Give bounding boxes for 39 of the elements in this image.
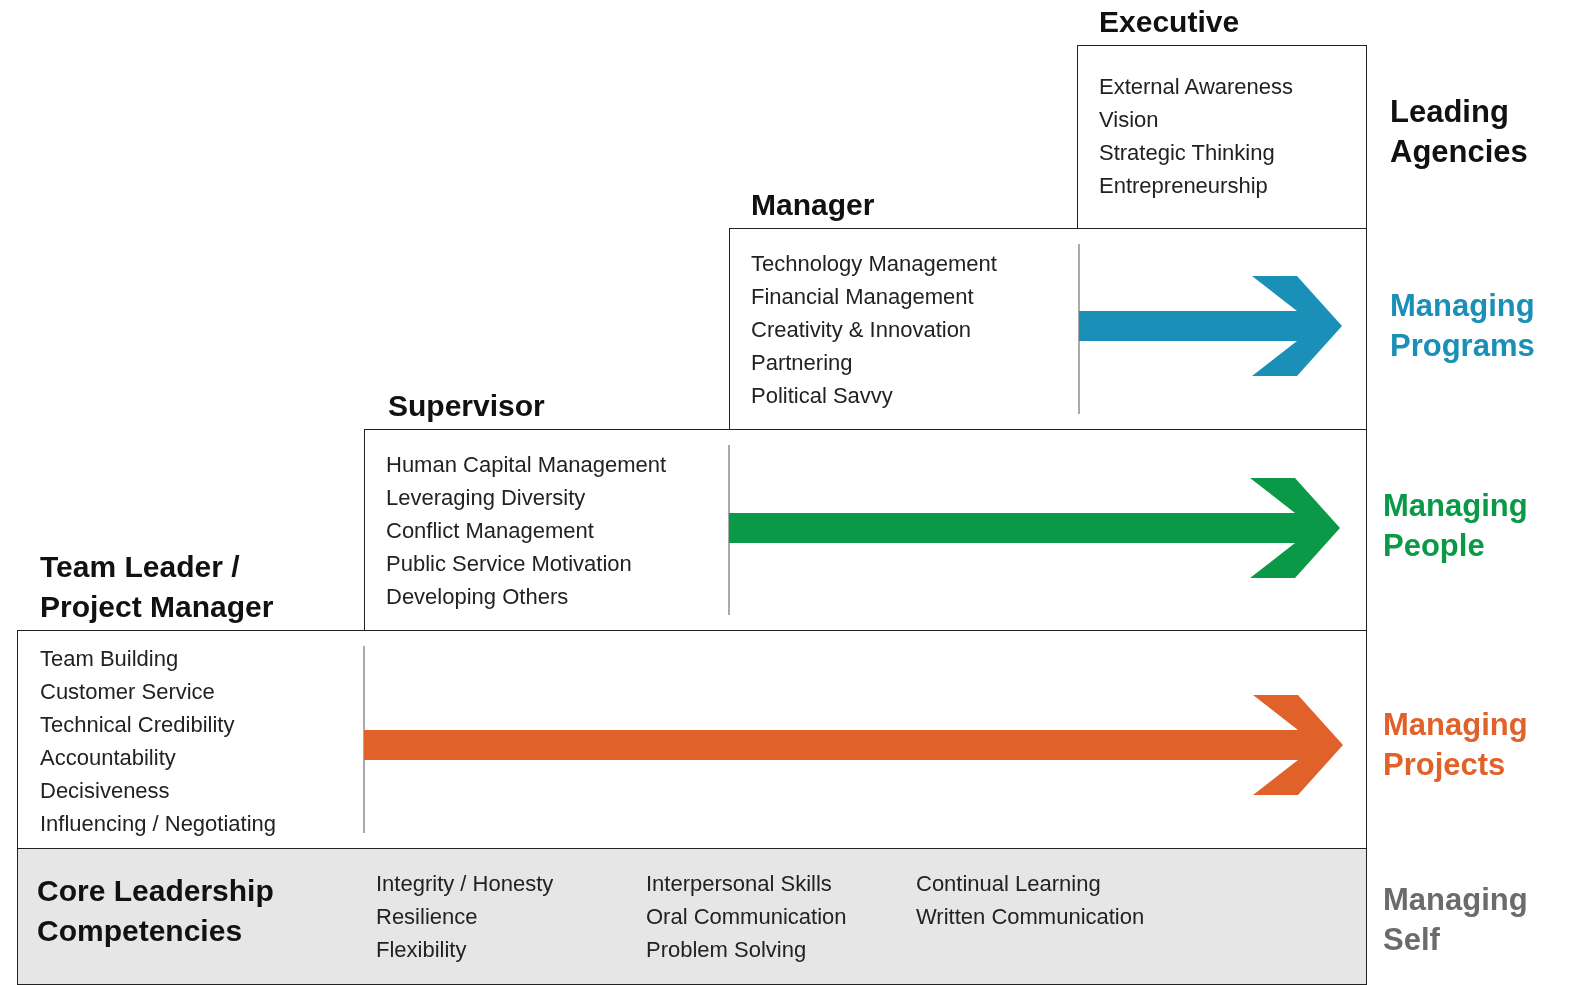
competency-text: External Awareness	[1099, 74, 1294, 100]
competency-text: Financial Management	[751, 284, 974, 310]
competency-text: Developing Others	[386, 584, 569, 610]
level-heading: Core Leadership Competencies	[37, 873, 275, 949]
level-heading: Supervisor	[388, 388, 546, 424]
competency-text: Conflict Management	[386, 518, 594, 544]
competency-text: Accountability	[40, 745, 176, 771]
competency-text: Strategic Thinking	[1099, 140, 1275, 166]
competency-text: Influencing / Negotiating	[40, 811, 277, 837]
level-label: Managing People	[1383, 487, 1529, 565]
competency-text: Customer Service	[40, 679, 215, 705]
level-heading: Manager	[751, 187, 876, 223]
competency-text: Continual Learning	[916, 871, 1101, 897]
competency-text: Partnering	[751, 350, 853, 376]
level-heading: Executive	[1099, 4, 1241, 40]
competency-text: Team Building	[40, 646, 179, 672]
competency-text: Entrepreneurship	[1099, 173, 1268, 199]
competency-text: Interpersonal Skills	[646, 871, 832, 897]
competency-text: Public Service Motivation	[386, 551, 632, 577]
level-label: Managing Projects	[1383, 706, 1529, 784]
competency-text: Resilience	[376, 904, 478, 930]
competency-text: Decisiveness	[40, 778, 170, 804]
level-band	[17, 848, 1367, 985]
competency-text: Creativity & Innovation	[751, 317, 972, 343]
level-label: Leading Agencies	[1390, 93, 1529, 171]
competency-text: Oral Communication	[646, 904, 847, 930]
competency-text: Vision	[1099, 107, 1159, 133]
level-heading: Team Leader / Project Manager	[40, 549, 275, 625]
competency-text: Written Communication	[916, 904, 1145, 930]
level-label: Managing Programs	[1390, 287, 1536, 365]
competency-text: Technology Management	[751, 251, 997, 277]
competency-text: Leveraging Diversity	[386, 485, 586, 511]
competency-text: Political Savvy	[751, 383, 893, 409]
competency-text: Integrity / Honesty	[376, 871, 554, 897]
competency-text: Flexibility	[376, 937, 467, 963]
level-label: Managing Self	[1383, 881, 1529, 959]
competency-text: Technical Credibility	[40, 712, 235, 738]
competency-text: Problem Solving	[646, 937, 807, 963]
competency-text: Human Capital Management	[386, 452, 667, 478]
